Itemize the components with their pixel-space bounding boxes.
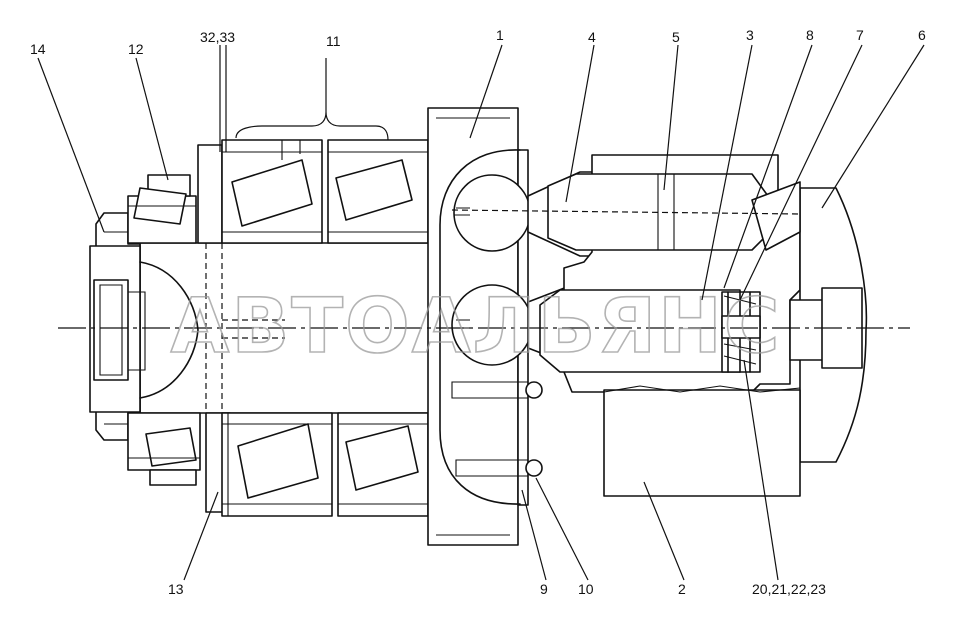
watermark-text: АВТОАЛЬЯНС xyxy=(171,281,782,370)
callout-20-23: 20,21,22,23 xyxy=(752,581,826,597)
small-bearing-bottom xyxy=(127,412,201,486)
callout-3: 3 xyxy=(746,27,754,43)
callout-8: 8 xyxy=(806,27,814,43)
callout-32-33: 32,33 xyxy=(200,29,235,45)
callout-14: 14 xyxy=(30,41,46,57)
callout-labels: 14 12 32,33 11 1 4 5 3 8 7 6 13 9 10 2 2… xyxy=(30,27,926,597)
valve-detail xyxy=(721,291,761,373)
center-axis xyxy=(58,209,910,329)
callout-2: 2 xyxy=(678,581,686,597)
callout-7: 7 xyxy=(856,27,864,43)
callout-11: 11 xyxy=(326,33,341,49)
callout-5: 5 xyxy=(672,29,680,45)
leader-lines xyxy=(37,44,925,581)
callout-4: 4 xyxy=(588,29,596,45)
main-bearings-top xyxy=(221,139,429,244)
callout-10: 10 xyxy=(578,581,594,597)
spacer-sleeve xyxy=(197,144,285,513)
main-bearings-bottom xyxy=(221,412,429,517)
callout-13: 13 xyxy=(168,581,184,597)
callout-12: 12 xyxy=(128,41,144,57)
small-bearing-top xyxy=(127,174,197,244)
callout-6: 6 xyxy=(918,27,926,43)
end-nut xyxy=(89,212,199,441)
callout-1: 1 xyxy=(496,27,504,43)
port-block xyxy=(603,385,801,497)
callout-9: 9 xyxy=(540,581,548,597)
